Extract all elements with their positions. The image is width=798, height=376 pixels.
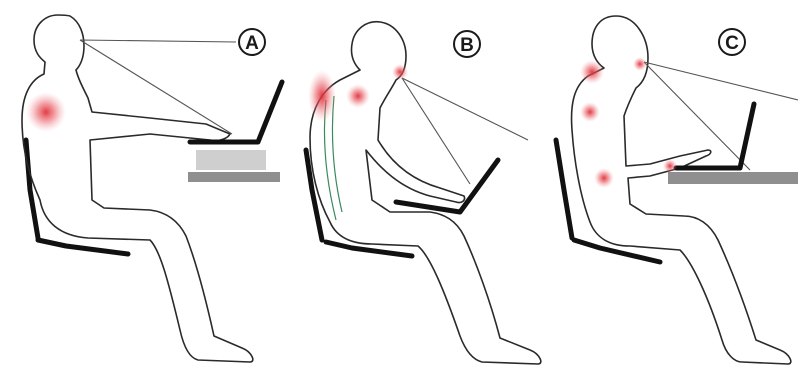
sightline-a [80, 40, 236, 134]
laptop-b [396, 160, 498, 212]
person-c [572, 16, 791, 364]
figure-a: A [22, 15, 282, 362]
desk-light-a [196, 150, 266, 170]
laptop-a [190, 82, 282, 142]
figure-b: B [306, 22, 541, 364]
pain-spot-c-head [633, 57, 647, 71]
person-a [22, 15, 253, 362]
desk-c [668, 172, 798, 184]
pain-spot-b-head [392, 64, 408, 80]
pain-spot-b-neck [308, 70, 336, 122]
badge-b-label: B [460, 35, 474, 56]
chair-c [556, 140, 660, 262]
laptop-c [676, 104, 754, 168]
sightline-b [402, 78, 528, 184]
pain-spot-c-shoulder [580, 102, 600, 122]
pain-spot-a-shoulder [26, 92, 66, 132]
pain-spot-c-elbow [594, 168, 614, 188]
badge-c-label: C [725, 33, 739, 54]
badge-a-label: A [245, 33, 259, 54]
sightline-c [644, 62, 798, 170]
pain-spot-c-neck [580, 60, 604, 84]
pain-spot-b-shoulder [346, 84, 370, 108]
pain-spot-c-wrist [663, 159, 677, 173]
desk-dark-a [188, 172, 280, 182]
person-b [310, 22, 541, 364]
figure-c: C [556, 16, 798, 364]
